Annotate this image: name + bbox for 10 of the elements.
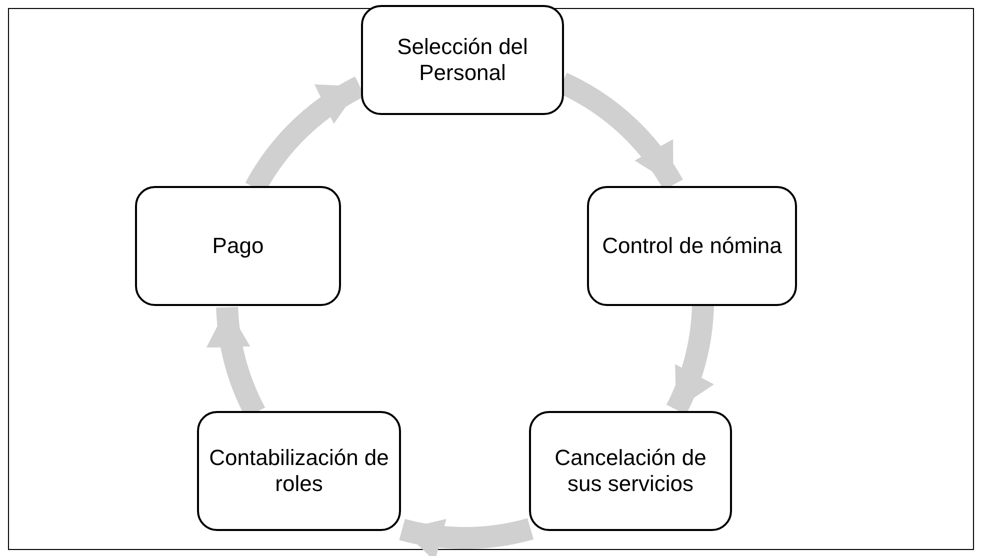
process-box (361, 5, 564, 115)
box-label: Contabilización de roles (208, 444, 390, 498)
box-label: Control de nómina (601, 232, 783, 260)
process-box (587, 186, 797, 306)
box-label: Pago (211, 232, 265, 260)
box-label: Selección del Personal (396, 34, 529, 86)
process-box (197, 411, 401, 531)
box-label: Cancelación de sus servicios (554, 444, 708, 498)
process-box (135, 186, 341, 306)
process-box (529, 411, 732, 531)
